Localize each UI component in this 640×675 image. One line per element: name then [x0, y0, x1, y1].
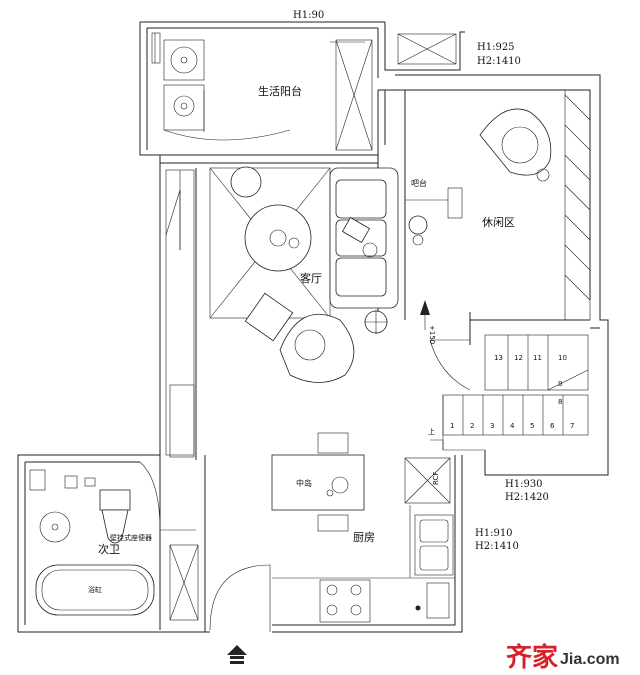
stair-step-number: 1 [450, 422, 454, 430]
door-swings [139, 339, 471, 632]
room-label-balcony: 生活阳台 [258, 84, 302, 98]
stair-step-number: 4 [510, 422, 515, 430]
room-label-lounge: 休闲区 [482, 215, 515, 229]
balcony-area [151, 32, 457, 151]
step-height-mark: +150 [428, 325, 436, 344]
height-label-top: H1:90 [293, 10, 324, 21]
room-label-bar: 吧台 [411, 178, 427, 188]
height-label-ur-h2: H2:1410 [477, 56, 521, 67]
stair-step-number: 13 [494, 354, 503, 362]
stair-up-label: 上 [428, 427, 435, 436]
stair-step-number: 2 [470, 422, 474, 430]
stair-step-number: 3 [490, 422, 494, 430]
room-label-kitchen: 厨房 [353, 531, 375, 544]
living-room-furniture [165, 166, 399, 458]
stair-step-number: 5 [530, 422, 534, 430]
stair-step-number: 7 [570, 422, 574, 430]
stair-step-number: 8 [558, 398, 562, 406]
stair-step-number: 6 [550, 422, 555, 430]
height-label-kitchen-h2: H2:1410 [475, 541, 519, 552]
bathroom-fixtures [29, 469, 199, 621]
stair-step-number: 10 [558, 354, 567, 362]
labels: H1:90 生活阳台 客厅 休闲区 吧台 中岛 厨房 次卫 壁挂式座便器 浴缸 … [88, 10, 620, 673]
fixture-label-toilet: 壁挂式座便器 [110, 533, 152, 542]
stair-step-number: 12 [514, 354, 523, 362]
staircase [430, 334, 589, 451]
direction-arrow-icon [420, 300, 430, 330]
kitchen-fixtures [271, 432, 455, 623]
room-label-living: 客厅 [300, 271, 322, 285]
height-label-stair-h2: H2:1420 [505, 492, 549, 503]
lounge-furniture [405, 89, 591, 321]
stair-step-number: 11 [533, 354, 542, 362]
fixture-label-fridge: RCF [432, 472, 440, 485]
height-label-stair-h1: H1:930 [505, 479, 543, 490]
watermark-brand: 齐家 [506, 642, 558, 673]
vent-grille [169, 384, 195, 458]
watermark-domain: Jia.com [560, 651, 620, 668]
entrance-arrow-icon [227, 645, 247, 664]
room-label-island: 中岛 [296, 478, 312, 488]
fixture-label-bathtub: 浴缸 [88, 585, 102, 594]
room-label-bathroom: 次卫 [98, 542, 120, 556]
height-label-kitchen-h1: H1:910 [475, 528, 513, 539]
height-label-ur-h1: H1:925 [477, 42, 515, 53]
stair-step-number: 9 [558, 380, 562, 388]
